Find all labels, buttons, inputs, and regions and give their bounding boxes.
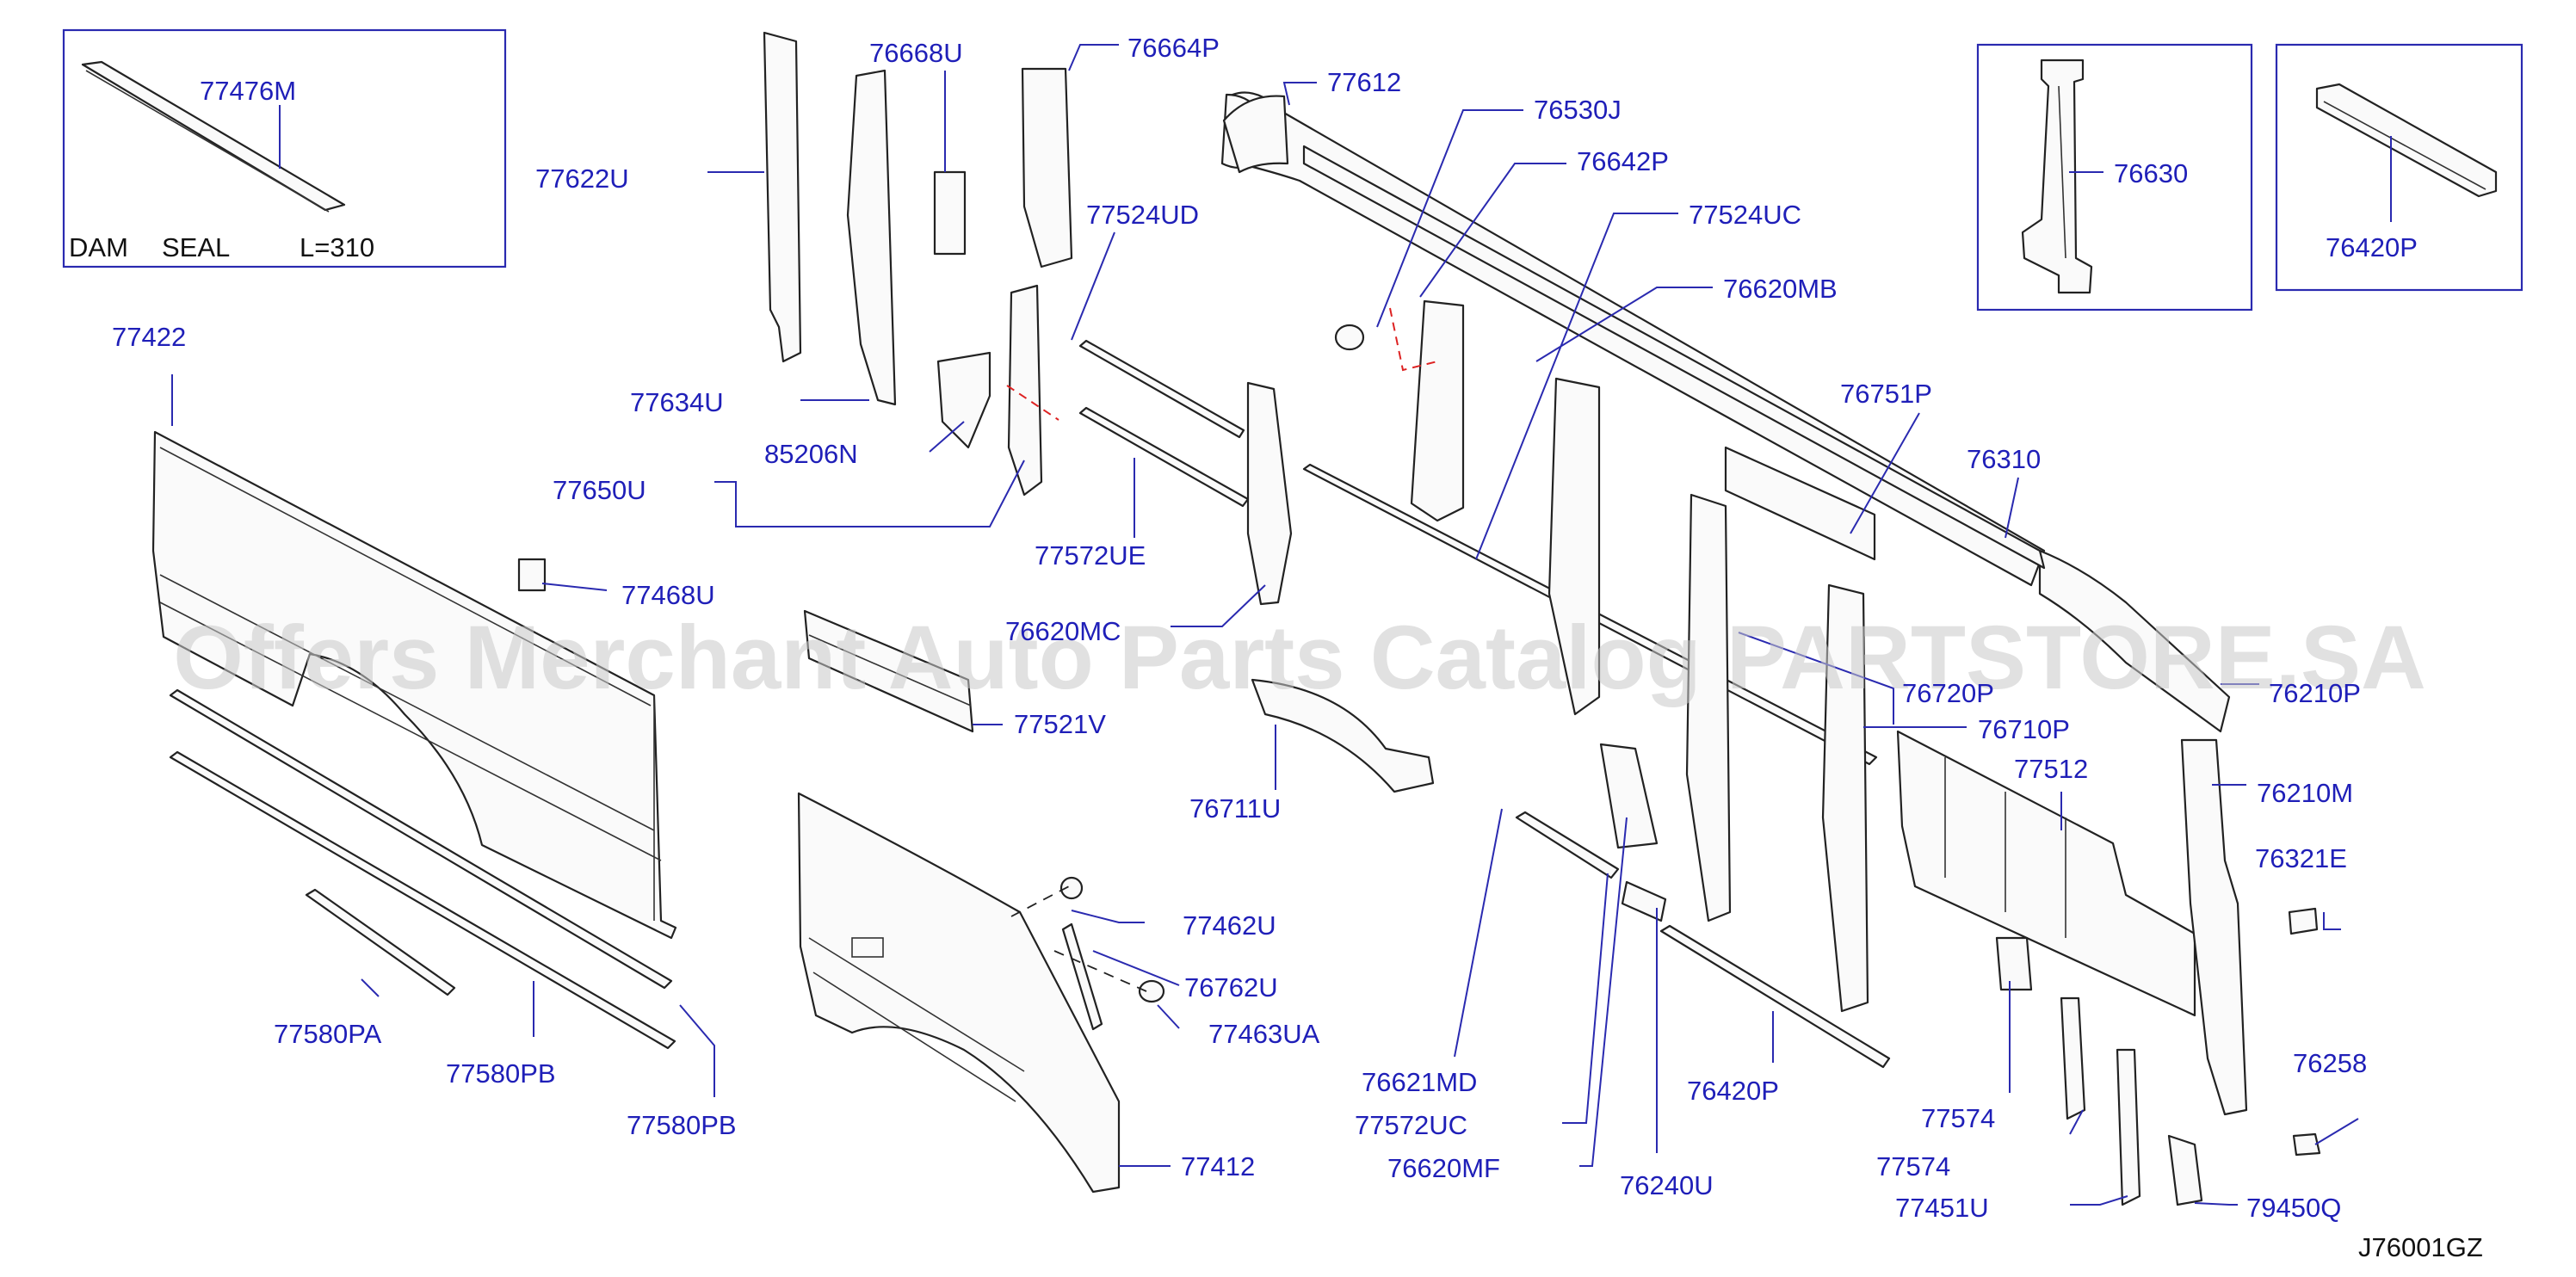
part-label-76321E[interactable]: 76321E	[2255, 843, 2347, 873]
part-label-76710P[interactable]: 76710P	[1978, 714, 2070, 744]
part-label-79450Q[interactable]: 79450Q	[2246, 1193, 2341, 1223]
inset-76420P-box	[2275, 43, 2523, 292]
part-label-77521V[interactable]: 77521V	[1014, 709, 1106, 739]
outer-panel-77422	[151, 430, 677, 940]
diagram-code: J76001GZ	[2358, 1232, 2483, 1262]
part-label-76210M[interactable]: 76210M	[2257, 778, 2353, 808]
rear-fender-77412	[797, 792, 1121, 1194]
part-label-77574[interactable]: 77574	[1921, 1103, 1995, 1133]
part-label-77580PB[interactable]: 77580PB	[446, 1058, 556, 1089]
part-label-77580PB-2[interactable]: 77580PB	[627, 1110, 737, 1140]
part-label-77612[interactable]: 77612	[1327, 67, 1401, 97]
part-label-76720P[interactable]: 76720P	[1902, 678, 1994, 708]
part-label-76258[interactable]: 76258	[2293, 1048, 2367, 1078]
part-label-76420P-inset[interactable]: 76420P	[2326, 232, 2418, 262]
part-label-77580PA[interactable]: 77580PA	[274, 1019, 382, 1049]
part-label-77463UA[interactable]: 77463UA	[1208, 1019, 1320, 1049]
part-label-77476M[interactable]: 77476M	[200, 76, 296, 106]
part-label-76711U[interactable]: 76711U	[1189, 793, 1281, 824]
part-label-76642P[interactable]: 76642P	[1577, 146, 1669, 176]
part-label-76664P[interactable]: 76664P	[1127, 33, 1220, 63]
small-parts	[517, 95, 2321, 1206]
clip-dashes	[1006, 307, 1438, 992]
floor-bracket-77521V	[803, 609, 974, 733]
part-label-77634U[interactable]: 77634U	[630, 387, 724, 417]
part-label-77462U[interactable]: 77462U	[1183, 910, 1276, 941]
center-pillars	[1410, 299, 1876, 1013]
rear-pillar-76210M	[2180, 738, 2248, 1116]
pillar-76620MC	[1246, 381, 1293, 606]
part-label-76420P[interactable]: 76420P	[1687, 1076, 1779, 1106]
part-label-76210P[interactable]: 76210P	[2269, 678, 2361, 708]
part-label-76668U[interactable]: 76668U	[869, 38, 963, 68]
part-label-77451U[interactable]: 77451U	[1895, 1193, 1989, 1223]
inset-length-label: L=310	[300, 232, 374, 262]
part-label-76240U[interactable]: 76240U	[1620, 1170, 1714, 1200]
inset-76630-box	[1976, 43, 2253, 312]
part-label-77512[interactable]: 77512	[2014, 754, 2088, 784]
part-label-76762U[interactable]: 76762U	[1184, 972, 1278, 1002]
part-label-76751P[interactable]: 76751P	[1840, 379, 1932, 409]
part-label-76621MD[interactable]: 76621MD	[1362, 1067, 1477, 1097]
part-label-77422[interactable]: 77422	[112, 322, 186, 352]
leader-lines	[171, 44, 2359, 1206]
part-label-76310[interactable]: 76310	[1967, 444, 2041, 474]
door-frame-77512	[1896, 730, 2196, 1017]
inset-seal-label: SEAL	[162, 232, 230, 262]
part-label-76630[interactable]: 76630	[2114, 158, 2188, 188]
part-label-77524UD[interactable]: 77524UD	[1086, 200, 1199, 230]
part-label-77572UC[interactable]: 77572UC	[1355, 1110, 1467, 1140]
part-label-76620MF[interactable]: 76620MF	[1387, 1153, 1500, 1183]
part-label-76530J[interactable]: 76530J	[1534, 95, 1622, 125]
part-label-76620MB[interactable]: 76620MB	[1723, 274, 1838, 304]
part-label-77572UE[interactable]: 77572UE	[1035, 540, 1146, 571]
lower-moldings	[169, 688, 676, 1050]
inset-dam-label: DAM	[69, 232, 128, 262]
part-label-77412[interactable]: 77412	[1181, 1151, 1255, 1181]
part-label-85206N[interactable]: 85206N	[764, 439, 858, 469]
part-label-77622U[interactable]: 77622U	[535, 163, 629, 194]
part-label-76620MC[interactable]: 76620MC	[1005, 616, 1121, 646]
part-label-77468U[interactable]: 77468U	[621, 580, 715, 610]
inset-seal-box	[62, 28, 507, 268]
part-label-77524UC[interactable]: 77524UC	[1689, 200, 1801, 230]
arch-76711U	[1251, 678, 1435, 793]
watermark-text: Offers Merchant Auto Parts Catalog PARTS…	[173, 608, 2426, 708]
part-label-77650U[interactable]: 77650U	[553, 475, 646, 505]
rails-77524UD	[1078, 339, 1250, 508]
part-label-77574-2[interactable]: 77574	[1876, 1151, 1950, 1181]
pillar-left-77622U	[763, 31, 1073, 497]
